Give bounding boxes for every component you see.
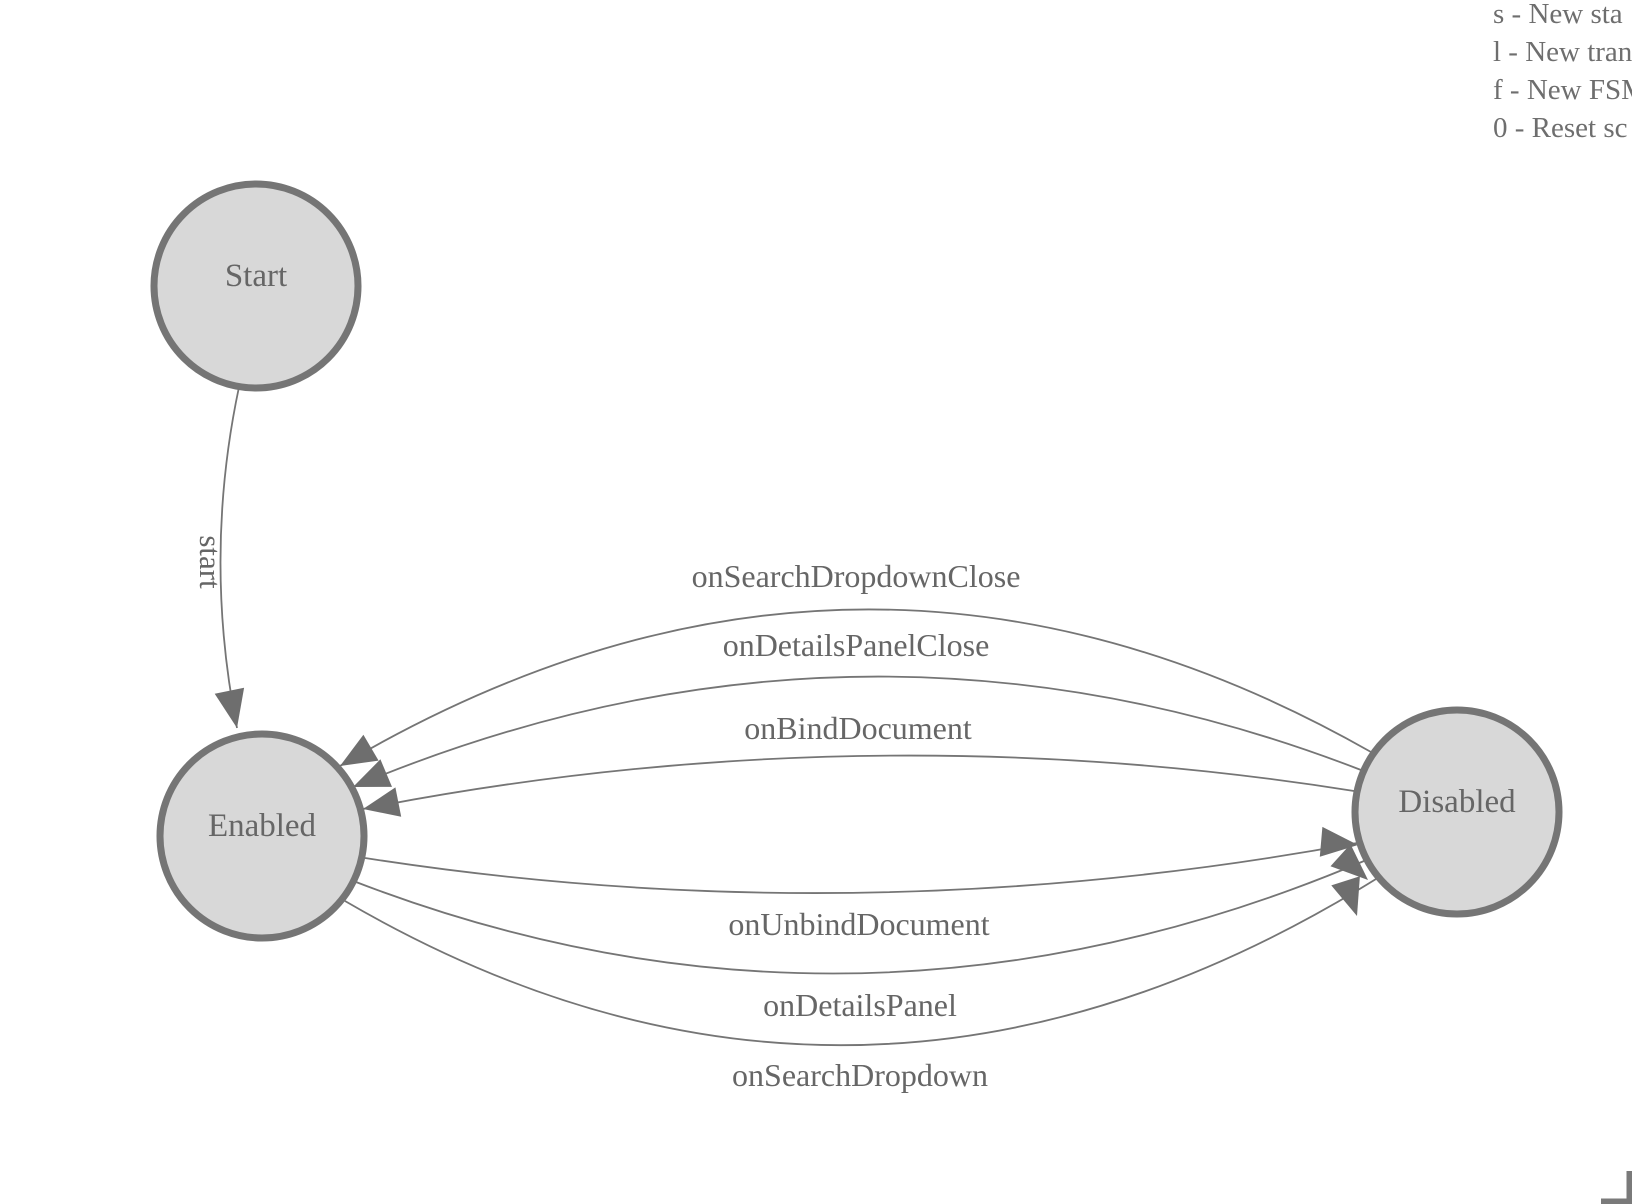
edge-start[interactable] (219, 386, 240, 729)
transition-arrowheads (214, 687, 1368, 916)
edge-label-start[interactable]: start (193, 535, 228, 589)
edge-label-onDetailsPanel[interactable]: onDetailsPanel (763, 987, 957, 1023)
edge-label-onDetailsPanelClose[interactable]: onDetailsPanelClose (723, 627, 990, 663)
arrowhead-icon (340, 734, 379, 766)
transition-labels: start onSearchDropdownClose onDetailsPan… (193, 535, 1020, 1093)
arrowhead-icon (1331, 876, 1360, 916)
state-label-start: Start (225, 258, 287, 294)
edge-onSearchDropdown[interactable] (344, 878, 1377, 1047)
edge-onDetailsPanelClose[interactable] (352, 675, 1362, 788)
state-circle-start[interactable] (150, 180, 362, 392)
legend-line: s - New sta (1493, 0, 1623, 30)
edge-label-onSearchDropdown[interactable]: onSearchDropdown (732, 1057, 988, 1093)
state-nodes: Start Enabled Disabled (150, 180, 1563, 942)
state-label-enabled: Enabled (208, 808, 317, 844)
corner-bracket (1601, 1171, 1632, 1204)
arrowhead-icon (363, 787, 402, 817)
edge-onBindDocument[interactable] (362, 754, 1355, 810)
shortcut-legend: s - New sta l - New tran f - New FSM 0 -… (1493, 0, 1632, 147)
state-circle-disabled[interactable] (1351, 706, 1563, 918)
arrowhead-icon (1330, 844, 1368, 880)
edge-onUnbindDocument[interactable] (364, 842, 1358, 894)
edge-onSearchDropdownClose[interactable] (339, 608, 1372, 767)
arrowhead-icon (1319, 826, 1358, 857)
edge-onDetailsPanel[interactable] (355, 860, 1365, 975)
edge-label-onUnbindDocument[interactable]: onUnbindDocument (728, 906, 989, 942)
legend-line: 0 - Reset sc (1493, 112, 1628, 144)
state-circle-enabled[interactable] (156, 730, 368, 942)
legend-line: l - New tran (1493, 36, 1632, 68)
edge-label-onSearchDropdownClose[interactable]: onSearchDropdownClose (692, 558, 1021, 594)
legend-line: f - New FSM (1493, 74, 1632, 106)
arrowhead-icon (353, 759, 392, 787)
state-label-disabled: Disabled (1398, 784, 1516, 820)
transition-edges (219, 386, 1377, 1047)
edge-label-onBindDocument[interactable]: onBindDocument (744, 710, 972, 746)
arrowhead-icon (214, 687, 245, 728)
